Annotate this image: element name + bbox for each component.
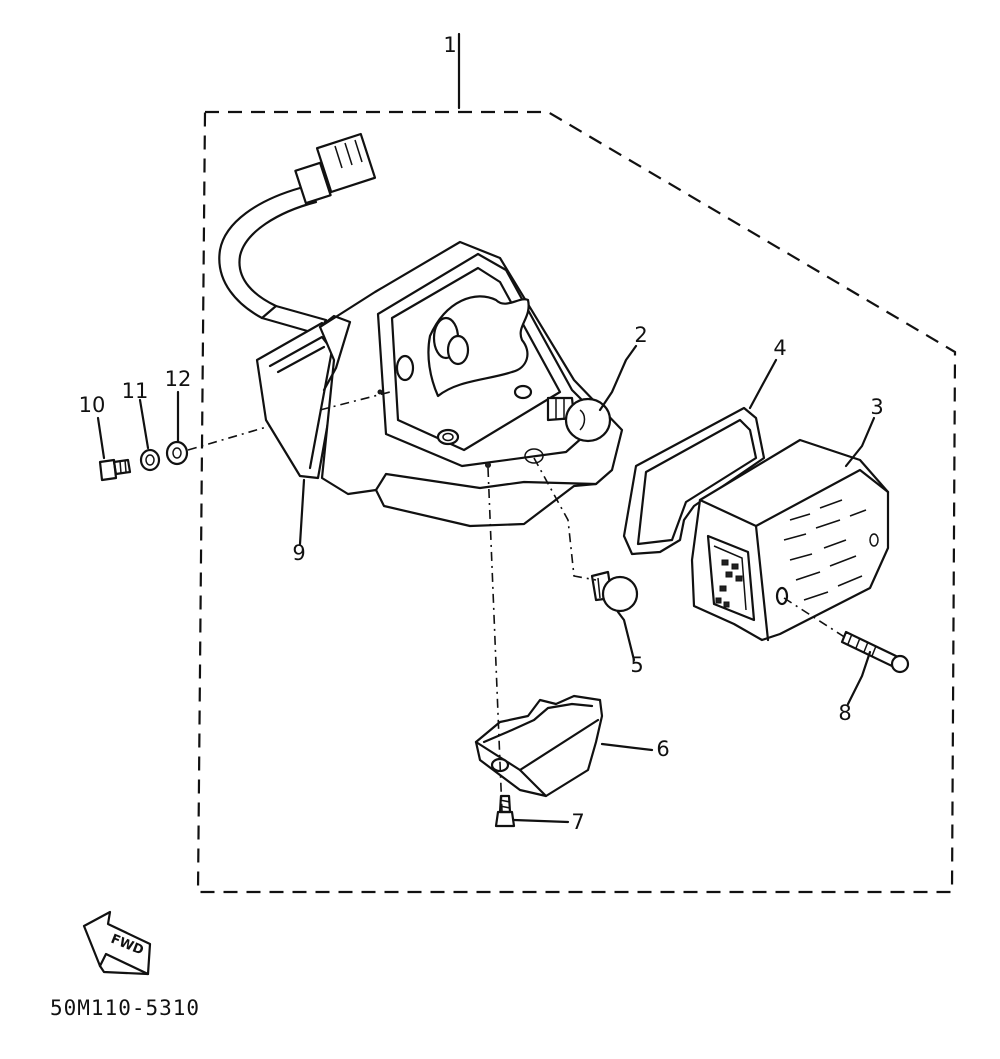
wire-harness: [218, 132, 377, 336]
assembly-axes: [187, 391, 847, 813]
callout-7: 7: [571, 810, 584, 834]
callout-2: 2: [634, 323, 647, 347]
screw-part-7: [494, 794, 516, 828]
callout-12: 12: [165, 367, 192, 391]
assembly-boundary: [196, 32, 957, 894]
gasket-part-9: [255, 321, 344, 480]
bolt-part-8: [840, 630, 910, 674]
callout-8: 8: [838, 701, 851, 725]
lens-part-3: [690, 438, 890, 642]
callout-10: 10: [79, 393, 106, 417]
callout-3: 3: [870, 395, 883, 419]
washer-part-12: [165, 440, 189, 466]
lens-gasket-part-4: [622, 406, 766, 556]
reflector-pattern: [715, 499, 867, 608]
callout-6: 6: [656, 737, 669, 761]
callout-labels: 1 2 3 4 5 6 7 8 9 10 11 12: [79, 33, 884, 834]
bulb-part-5: [590, 570, 639, 613]
fwd-arrow-icon: FWD: [82, 910, 152, 976]
leader-lines: [96, 344, 876, 824]
tail-light-housing: [318, 240, 624, 528]
screw-part-10: [98, 458, 132, 482]
washer-part-11: [139, 448, 161, 472]
callout-11: 11: [122, 379, 149, 403]
callout-4: 4: [773, 336, 786, 360]
callout-5: 5: [630, 653, 643, 677]
drawing-code: 50M110-5310: [50, 996, 200, 1020]
license-lamp-part-6: [474, 694, 604, 798]
bulb-part-2: [546, 396, 612, 443]
callout-1: 1: [443, 33, 456, 57]
callout-9: 9: [292, 541, 305, 565]
